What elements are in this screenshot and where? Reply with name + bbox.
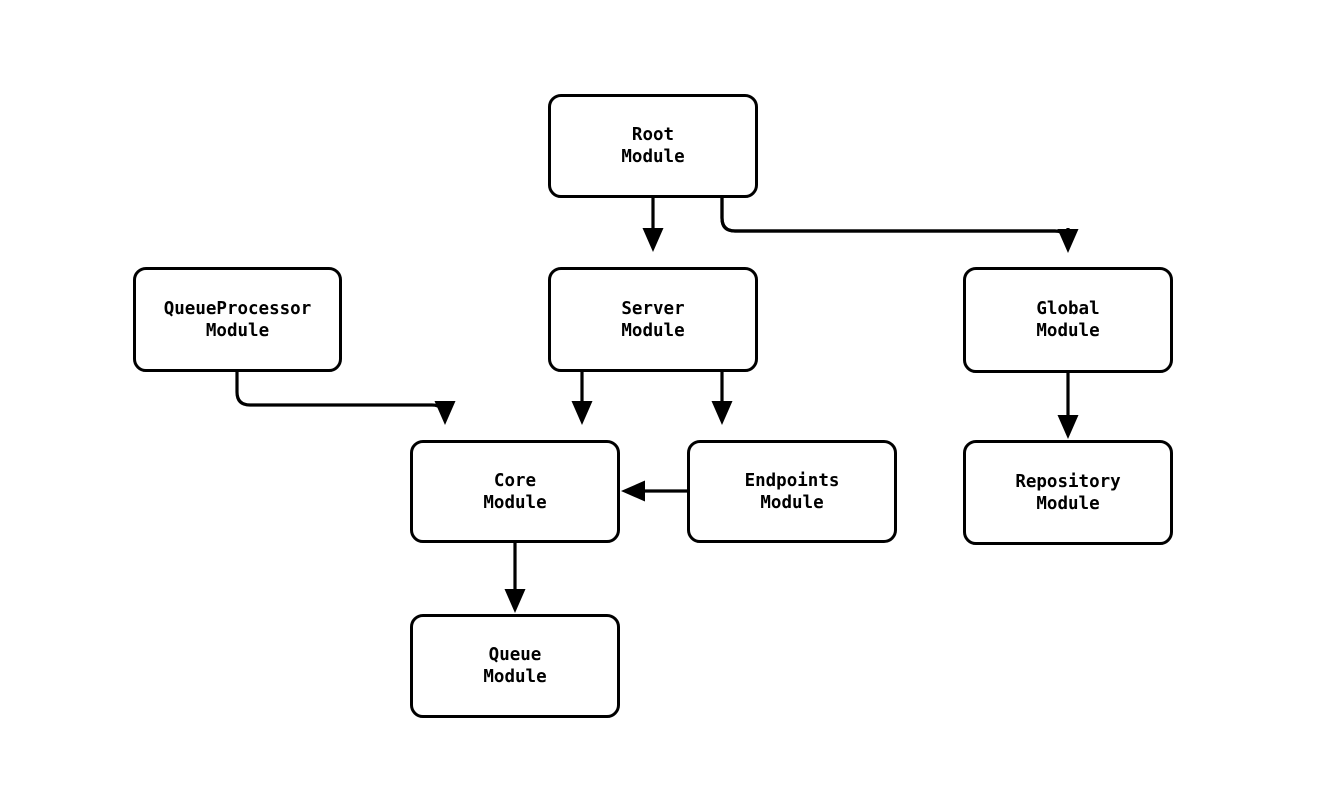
node-repository-module-label-line2: Module (1036, 493, 1100, 514)
node-global-module-label-line2: Module (1036, 321, 1100, 341)
edge-queueprocessor-to-core (235, 372, 456, 425)
edge-root-to-server (642, 198, 664, 252)
node-global-module[interactable]: Global Module (963, 267, 1173, 373)
node-global-module-label-line1: Global (1036, 299, 1100, 319)
node-server-module-label-line1: Server (621, 298, 685, 319)
node-core-module[interactable]: Core Module (410, 440, 620, 543)
node-endpoints-module-label-line2: Module (760, 492, 824, 513)
node-core-module-label-line2: Module (483, 492, 547, 513)
node-endpoints-module-label-line1: Endpoints (744, 470, 840, 491)
node-root-module[interactable]: Root Module (548, 94, 758, 198)
edge-server-to-core (571, 372, 593, 425)
node-queueprocessor-module-label-line1: QueueProcessor (163, 298, 312, 319)
edge-server-to-endpoints (711, 372, 733, 425)
node-queue-module-label-line1: Queue (488, 645, 542, 665)
node-repository-module-label-line1: Repository (1015, 471, 1121, 492)
node-repository-module[interactable]: Repository Module (963, 440, 1173, 545)
node-endpoints-module[interactable]: Endpoints Module (687, 440, 897, 543)
node-server-module-label-line2: Module (621, 320, 685, 341)
node-root-module-label-line2: Module (621, 147, 685, 167)
edge-core-to-queue (504, 543, 526, 613)
node-queueprocessor-module[interactable]: QueueProcessor Module (133, 267, 342, 372)
node-queue-module-label-line2: Module (483, 667, 547, 687)
edge-global-to-repository (1057, 373, 1079, 439)
node-core-module-label-line1: Core (493, 470, 537, 491)
node-root-module-label-line1: Root (631, 125, 675, 145)
edge-endpoints-to-core (621, 480, 687, 502)
node-queueprocessor-module-label-line2: Module (205, 320, 270, 341)
node-queue-module[interactable]: Queue Module (410, 614, 620, 718)
node-server-module[interactable]: Server Module (548, 267, 758, 372)
edge-root-to-global (720, 198, 1079, 253)
